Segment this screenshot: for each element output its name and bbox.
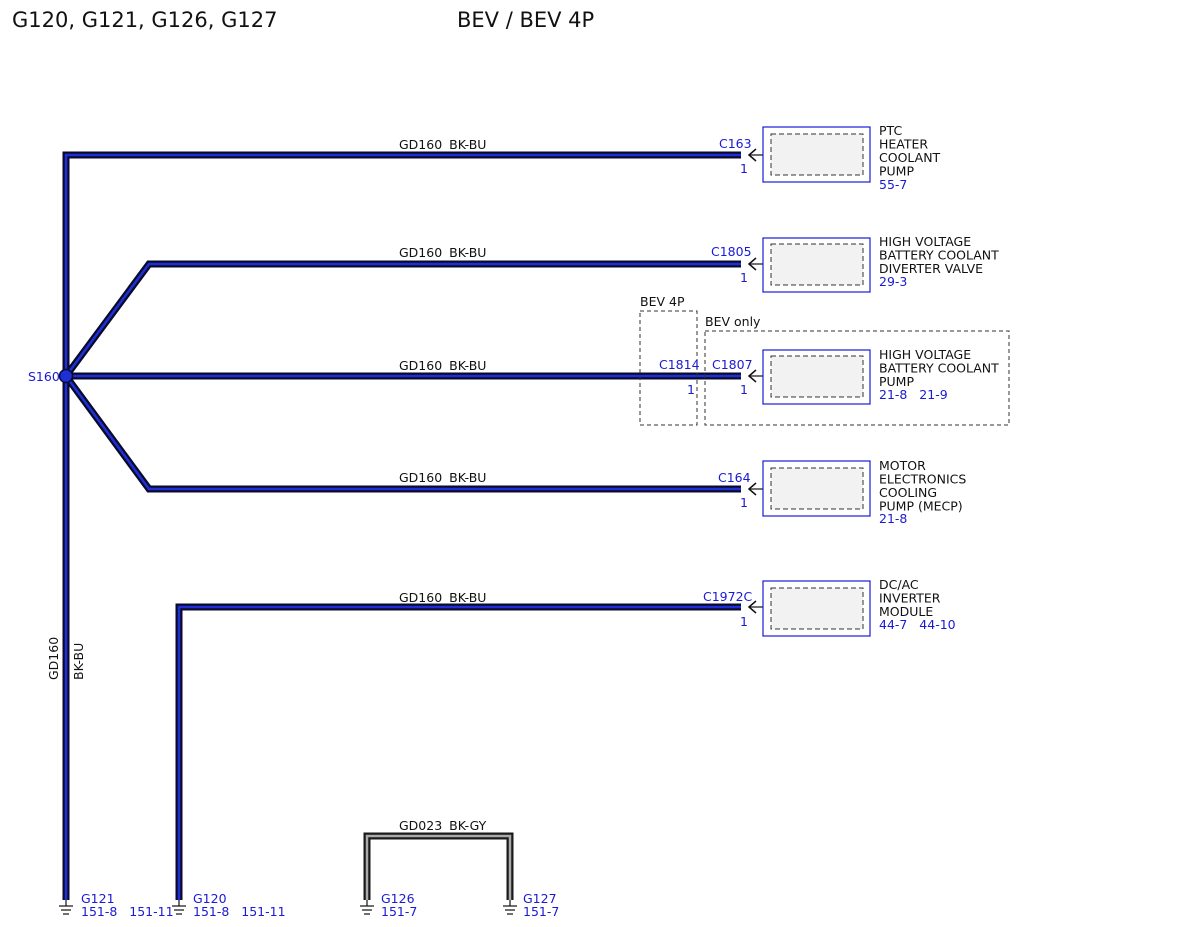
module-body: [770, 587, 864, 630]
ground-refs: 151-8 151-11: [193, 904, 286, 919]
component-name: MOTOR ELECTRONICS COOLING PUMP (MECP): [879, 458, 970, 514]
option-label-bev-only: BEV only: [705, 314, 761, 329]
diagram-subtitle: BEV / BEV 4P: [457, 8, 594, 32]
component-name: HIGH VOLTAGE BATTERY COOLANT PUMP: [879, 347, 1003, 389]
ground-name: G120: [193, 891, 227, 906]
ground-icon: [360, 900, 374, 915]
wire-group-gd160: [62, 151, 741, 900]
connector-label: C1805: [711, 244, 752, 259]
vertical-wire-color: BK-BU: [71, 643, 86, 680]
component-hv-battery-coolant-pump[interactable]: C1807 1 HIGH VOLTAGE BATTERY COOLANT PUM…: [712, 347, 1003, 405]
connector-c1814-label: C1814: [659, 357, 700, 372]
connector-label: C164: [718, 470, 751, 485]
ground-g126[interactable]: G126 151-7: [360, 891, 417, 919]
connector-label: C1807: [712, 357, 753, 372]
splice-label: S160: [28, 369, 60, 384]
component-name: HIGH VOLTAGE BATTERY COOLANT DIVERTER VA…: [879, 234, 1003, 276]
diagram-title: G120, G121, G126, G127: [12, 8, 277, 32]
component-refs: 55-7: [879, 177, 907, 192]
vertical-wire-circuit: GD160: [46, 637, 61, 680]
module-body: [770, 355, 864, 398]
component-dcac-inverter-module[interactable]: C1972C 1 DC/AC INVERTER MODULE 44-7 44-1…: [703, 577, 956, 637]
ground-refs: 151-7: [381, 904, 417, 919]
module-body: [770, 243, 864, 286]
component-refs: 29-3: [879, 274, 907, 289]
ground-refs: 151-7: [523, 904, 559, 919]
option-label-bev4p: BEV 4P: [640, 294, 685, 309]
ground-g120[interactable]: G120 151-8 151-11: [172, 891, 286, 919]
component-motor-electronics-cooling-pump[interactable]: C164 1 MOTOR ELECTRONICS COOLING PUMP (M…: [718, 458, 970, 526]
connector-pin: 1: [740, 161, 748, 176]
component-refs: 21-8: [879, 511, 907, 526]
component-name: PTC HEATER COOLANT PUMP: [879, 123, 944, 179]
component-hv-battery-coolant-diverter-valve[interactable]: C1805 1 HIGH VOLTAGE BATTERY COOLANT DIV…: [711, 234, 1003, 293]
connector-pin: 1: [740, 614, 748, 629]
connector-pin: 1: [740, 270, 748, 285]
option-box-bev4p: [639, 310, 698, 426]
ground-icon: [172, 900, 186, 915]
splice-s160[interactable]: [58, 368, 74, 384]
module-body: [770, 133, 864, 176]
connector-pin: 1: [740, 495, 748, 510]
component-name: DC/AC INVERTER MODULE: [879, 577, 944, 619]
wire-gd023[interactable]: [363, 832, 514, 900]
ground-icon: [59, 900, 73, 915]
connector-label: C163: [719, 136, 752, 151]
ground-refs: 151-8 151-11: [81, 904, 174, 919]
ground-g121[interactable]: G121 151-8 151-11: [59, 891, 174, 919]
component-ptc-heater-coolant-pump[interactable]: C163 1 PTC HEATER COOLANT PUMP 55-7: [719, 123, 944, 192]
ground-name: G121: [81, 891, 115, 906]
component-refs: 44-7 44-10: [879, 617, 956, 632]
connector-label: C1972C: [703, 589, 753, 604]
wire-c1972c[interactable]: [175, 603, 741, 900]
ground-icon: [503, 900, 517, 915]
ground-g127[interactable]: G127 151-7: [503, 891, 559, 919]
component-refs: 21-8 21-9: [879, 387, 948, 402]
ground-name: G127: [523, 891, 557, 906]
ground-name: G126: [381, 891, 415, 906]
module-body: [770, 467, 864, 510]
connector-pin: 1: [740, 382, 748, 397]
connector-c1814-pin: 1: [687, 382, 695, 397]
option-box-bev-only: [704, 330, 1010, 426]
